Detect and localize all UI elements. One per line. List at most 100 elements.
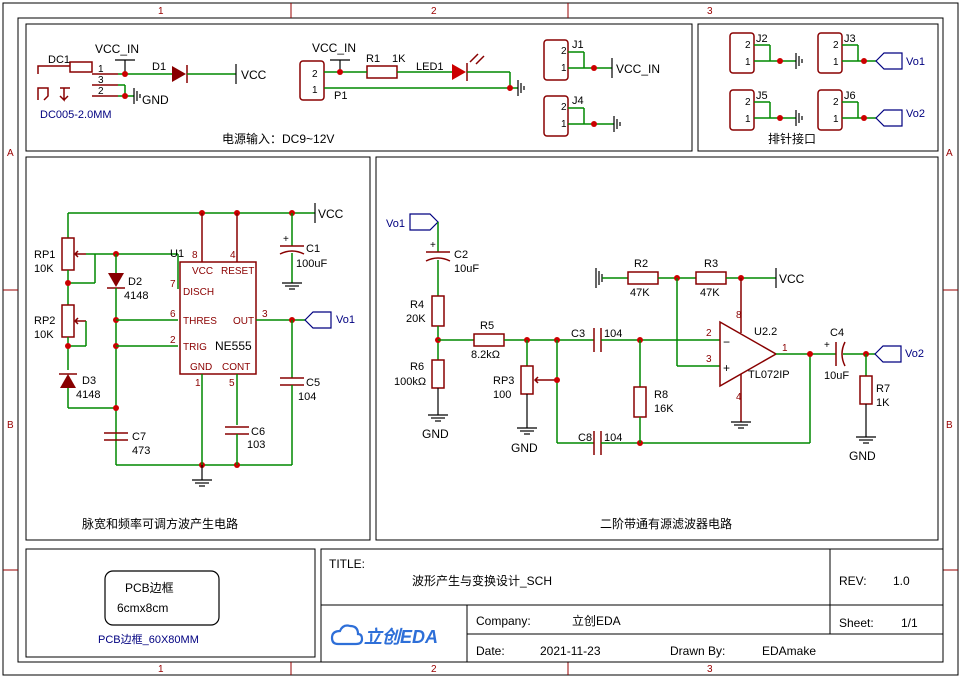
j1-pin1: 1 bbox=[561, 63, 567, 74]
vcc-net-power: VCC bbox=[241, 68, 267, 82]
u1-pin2: 2 bbox=[170, 335, 176, 346]
r7-value: 1K bbox=[876, 397, 890, 409]
dc1-pin1: 1 bbox=[98, 64, 104, 75]
d2-ref: D2 bbox=[128, 276, 142, 288]
c2-value: 10uF bbox=[454, 263, 479, 275]
zone-col-1: 1 bbox=[158, 6, 164, 17]
u2-pin4: 4 bbox=[736, 392, 742, 403]
zone-col-2: 2 bbox=[431, 6, 437, 17]
j4-pin1: 1 bbox=[561, 119, 567, 130]
gnd-net-filter-3: GND bbox=[849, 449, 876, 463]
dc1-pin2: 2 bbox=[98, 86, 104, 97]
u1-thres-pin: THRES bbox=[183, 316, 217, 327]
j2-pin1: 1 bbox=[745, 57, 751, 68]
j3-pin1: 1 bbox=[833, 57, 839, 68]
c6-value: 103 bbox=[247, 439, 265, 451]
gnd-net-filter-2: GND bbox=[511, 441, 538, 455]
title-block: TITLE: 波形产生与变换设计_SCH REV: 1.0 Company: 立… bbox=[320, 548, 944, 663]
c4-plus: + bbox=[824, 340, 830, 351]
u1-pin5: 5 bbox=[229, 378, 235, 389]
j1-pin2: 2 bbox=[561, 46, 567, 57]
u2-minus: − bbox=[723, 335, 730, 349]
pwm-vo1-net: Vo1 bbox=[336, 314, 355, 326]
rp1-value: 10K bbox=[34, 263, 54, 275]
p1-pin2: 2 bbox=[312, 69, 318, 80]
vo1-port-filter bbox=[409, 213, 439, 231]
u1-reset-pin: RESET bbox=[221, 266, 254, 277]
j6-pin2: 2 bbox=[833, 97, 839, 108]
d1-ref: D1 bbox=[152, 61, 166, 73]
header-connectors: J2 2 1 J3 2 1 Vo1 J5 2 1 J6 2 1 Vo2 bbox=[729, 32, 925, 131]
r4-ref: R4 bbox=[410, 299, 424, 311]
r6-ref: R6 bbox=[410, 361, 424, 373]
vo1-port-j3 bbox=[875, 52, 903, 70]
r1-value: 1K bbox=[392, 53, 406, 65]
u1-pin4: 4 bbox=[230, 250, 236, 261]
pcb-title: PCB边框 bbox=[125, 581, 174, 595]
pwm-vcc-net: VCC bbox=[318, 207, 344, 221]
r2-value: 47K bbox=[630, 287, 650, 299]
power-section-box bbox=[25, 23, 693, 152]
zone-row-a-right: A bbox=[946, 148, 953, 159]
u1-vcc-pin: VCC bbox=[192, 266, 213, 277]
u2-pin1: 1 bbox=[782, 343, 788, 354]
j3-pin2: 2 bbox=[833, 40, 839, 51]
r1-ref: R1 bbox=[366, 53, 380, 65]
c8-ref: C8 bbox=[578, 432, 592, 444]
pcb-size: 6cmx8cm bbox=[117, 601, 168, 615]
u1-disch-pin: DISCH bbox=[183, 287, 214, 298]
vo1-port-pwm bbox=[304, 311, 332, 329]
title-value: 波形产生与变换设计_SCH bbox=[412, 573, 552, 588]
u1-pin1: 1 bbox=[195, 378, 201, 389]
r3-ref: R3 bbox=[704, 258, 718, 270]
r3-value: 47K bbox=[700, 287, 720, 299]
zone-row-b-right: B bbox=[946, 420, 953, 431]
u1-pin3: 3 bbox=[262, 309, 268, 320]
filter-vcc-net: VCC bbox=[779, 272, 805, 286]
r4-value: 20K bbox=[406, 313, 426, 325]
rp3-ref: RP3 bbox=[493, 375, 514, 387]
r7-ref: R7 bbox=[876, 383, 890, 395]
pwm-section-title: 脉宽和频率可调方波产生电路 bbox=[82, 516, 238, 531]
dc1-ref: DC1 bbox=[48, 54, 70, 66]
drawn-value: EDAmake bbox=[762, 644, 816, 658]
gnd-net-power: GND bbox=[142, 93, 169, 107]
power-section-title: 电源输入：DC9~12V bbox=[222, 131, 334, 146]
c1-plus: + bbox=[283, 234, 289, 245]
u1-pin7: 7 bbox=[170, 279, 176, 290]
company-label: Company: bbox=[476, 614, 531, 628]
c1-value: 100uF bbox=[296, 258, 327, 270]
r5-value: 8.2kΩ bbox=[471, 349, 500, 361]
filter-vo2-net: Vo2 bbox=[905, 348, 924, 360]
filter-circuit: Vo1 + C2 10uF R4 20K R6 100kΩ GND R5 8.2… bbox=[386, 213, 924, 463]
dc1-part: DC005-2.0MM bbox=[40, 109, 112, 121]
d3-value: 4148 bbox=[76, 389, 100, 401]
u2-pin2: 2 bbox=[706, 328, 712, 339]
ne555-chip bbox=[179, 261, 257, 375]
logo-text: 立创EDA bbox=[364, 627, 438, 647]
pcb-name: PCB边框_60X80MM bbox=[98, 633, 199, 646]
pcb-section-box bbox=[25, 548, 316, 658]
power-input-circuit: DC1 DC005-2.0MM 1 3 2 VCC_IN GND D1 VCC … bbox=[37, 39, 660, 137]
vcc-in-net-2: VCC_IN bbox=[312, 41, 356, 55]
date-label: Date: bbox=[476, 644, 505, 658]
filter-section-title: 二阶带通有源滤波器电路 bbox=[600, 516, 732, 531]
c1-ref: C1 bbox=[306, 243, 320, 255]
lcsc-eda-logo: 立创EDA bbox=[330, 624, 438, 647]
u1-out-pin: OUT bbox=[233, 316, 254, 327]
zone-row-b: B bbox=[7, 420, 14, 431]
u2-ref: U2.2 bbox=[754, 326, 777, 338]
filter-vo1-net: Vo1 bbox=[386, 218, 405, 230]
vcc-in-net-1: VCC_IN bbox=[95, 42, 139, 56]
vo2-port-j6 bbox=[875, 109, 903, 127]
c8-value: 104 bbox=[604, 432, 622, 444]
u2-plus: + bbox=[723, 361, 730, 375]
j2-pin2: 2 bbox=[745, 40, 751, 51]
zone-col-1-bottom: 1 bbox=[158, 664, 164, 675]
pwm-circuit: VCC RP1 10K RP2 10K D3 4148 D2 4148 bbox=[34, 203, 355, 487]
c5-ref: C5 bbox=[306, 377, 320, 389]
j2-ref: J2 bbox=[756, 33, 768, 45]
sheet-value: 1/1 bbox=[901, 616, 918, 630]
u1-gnd-pin: GND bbox=[190, 362, 212, 373]
